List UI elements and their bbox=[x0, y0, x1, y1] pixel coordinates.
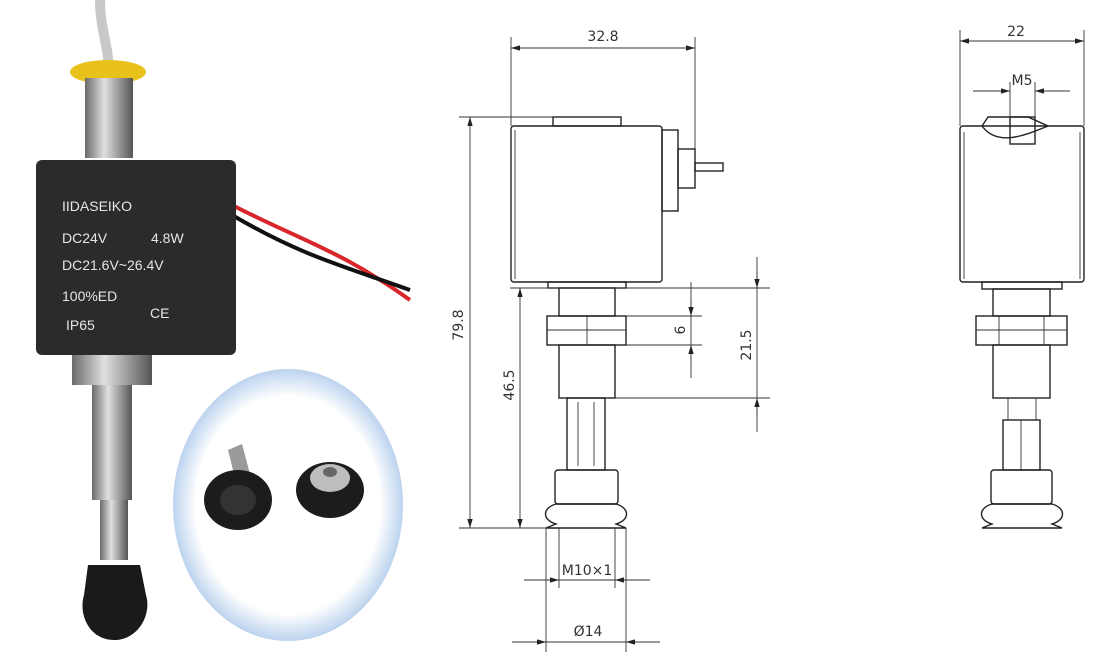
dim-total-height: 79.8 bbox=[451, 309, 467, 340]
coil-power: 4.8W bbox=[151, 230, 184, 246]
dim-width-front: 32.8 bbox=[587, 29, 618, 45]
coil-voltage: DC24V bbox=[62, 230, 108, 246]
front-view: 32.8 79.8 46.5 6 21.5 M10×1 Ø14 bbox=[451, 29, 770, 652]
air-tube bbox=[95, 0, 114, 71]
dim-nut-height: 6 bbox=[673, 325, 689, 334]
coil-brand: IIDASEIKO bbox=[62, 198, 132, 214]
dim-stem-height: 46.5 bbox=[502, 369, 518, 400]
coil-voltage-range: DC21.6V~26.4V bbox=[62, 257, 164, 273]
side-view: 22 M5 bbox=[959, 24, 1085, 529]
dim-thread: M10×1 bbox=[562, 563, 613, 579]
inset-cup-front bbox=[204, 444, 272, 530]
red-wire bbox=[231, 203, 412, 302]
suction-cup bbox=[82, 565, 148, 640]
ce-mark: CE bbox=[150, 305, 169, 321]
coil-body bbox=[36, 160, 236, 355]
lower-stem bbox=[100, 500, 128, 560]
fitting bbox=[85, 78, 133, 158]
coil-protection: IP65 bbox=[66, 317, 95, 333]
dim-width-side: 22 bbox=[1007, 24, 1025, 40]
coil-duty: 100%ED bbox=[62, 288, 117, 304]
threaded-stem bbox=[92, 385, 132, 500]
dim-cup-diameter: Ø14 bbox=[574, 624, 603, 640]
inset-oval bbox=[173, 369, 403, 641]
product-photo: IIDASEIKO DC24V 4.8W DC21.6V~26.4V 100%E… bbox=[36, 0, 412, 641]
dim-thread-length: 21.5 bbox=[739, 329, 755, 360]
dim-port: M5 bbox=[1012, 73, 1033, 89]
inset-cup-back bbox=[296, 462, 364, 518]
hex-nut bbox=[72, 355, 152, 385]
black-wire bbox=[230, 213, 411, 292]
